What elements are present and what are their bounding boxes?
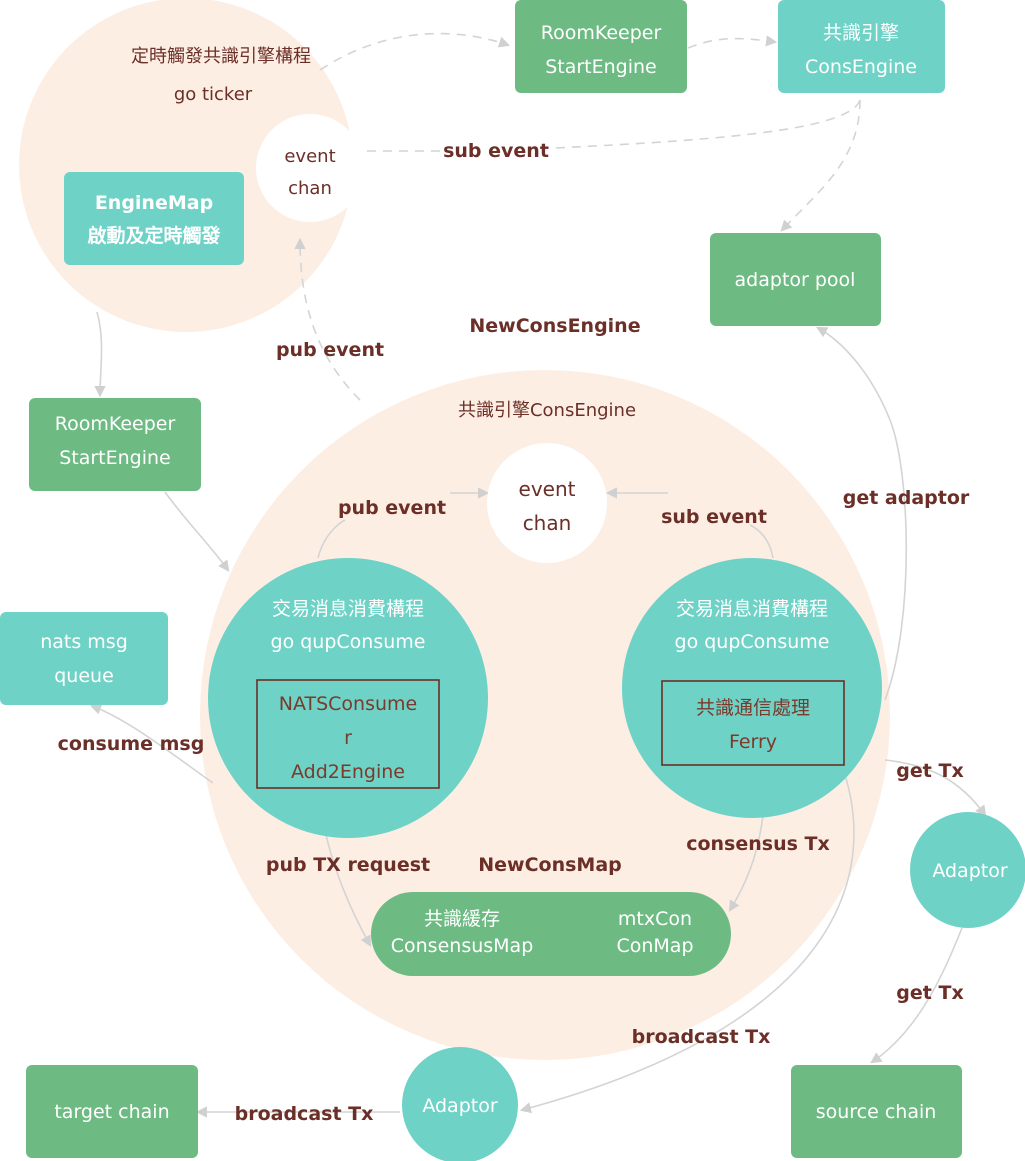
nats-queue-box xyxy=(0,612,168,705)
edge-get-tx-right: get Tx xyxy=(896,760,963,782)
arrow-roomkeeper-to-consengine xyxy=(687,35,778,49)
nats-consumer-inner-line2: r xyxy=(344,727,352,749)
adaptor-right-label: Adaptor xyxy=(932,860,1008,882)
engine-map-line2: 啟動及定時觸發 xyxy=(87,224,221,247)
adaptor-bottom-circle xyxy=(402,1047,518,1161)
cons-engine-line2: ConsEngine xyxy=(805,56,917,78)
adaptor-right-circle xyxy=(910,812,1025,928)
top-event-chan-circle xyxy=(256,114,364,222)
top-event-chan-line2: chan xyxy=(288,178,332,199)
top-event-chan-line1: event xyxy=(284,146,335,167)
edge-pub-event-inner: pub event xyxy=(338,497,446,519)
edge-pub-tx-request: pub TX request xyxy=(266,854,430,876)
adaptor-pool-label: adaptor pool xyxy=(735,269,856,291)
arrow-consume-to-nats xyxy=(89,703,214,784)
roomkeeper-top-box xyxy=(515,0,687,93)
adaptor-pool-box xyxy=(710,233,881,326)
arrow-get-tx-to-adaptor xyxy=(884,759,987,817)
inner-event-chan-line2: chan xyxy=(523,511,572,535)
edge-new-cons-map: NewConsMap xyxy=(478,854,622,876)
roomkeeper-left-line2: StartEngine xyxy=(59,447,171,469)
nats-queue-line2: queue xyxy=(54,665,114,687)
arrow-ferry-broadcast xyxy=(519,774,855,1114)
arrow-ticker-to-roomkeeper-left xyxy=(94,311,106,398)
inner-event-chan-line1: event xyxy=(519,477,576,501)
arrow-adaptor-to-source-get-tx xyxy=(870,927,963,1064)
left-consumer-circle xyxy=(208,558,488,838)
arrow-pub-event-to-chan xyxy=(294,237,361,401)
target-chain-box xyxy=(26,1065,198,1158)
right-consumer-line1: 交易消息消費構程 xyxy=(676,598,828,620)
left-consumer-line2: go qupConsume xyxy=(271,631,426,653)
edge-new-cons-engine: NewConsEngine xyxy=(469,315,640,337)
roomkeeper-top-line2: StartEngine xyxy=(545,56,657,78)
consensus-map-right-line2: ConMap xyxy=(616,935,693,957)
nats-consumer-inner-line1: NATSConsume xyxy=(279,693,417,715)
engine-map-box xyxy=(64,172,244,265)
nats-consumer-inner-line3: Add2Engine xyxy=(291,761,405,783)
adaptor-bottom-label: Adaptor xyxy=(422,1095,498,1117)
nats-consumer-inner-box xyxy=(256,679,440,789)
consensus-map-pill xyxy=(371,892,731,976)
consensus-map-left-line1: 共識緩存 xyxy=(424,908,500,930)
edge-get-adaptor: get adaptor xyxy=(843,487,970,509)
big-circle-title: 共識引擎ConsEngine xyxy=(458,400,636,421)
ferry-inner-box xyxy=(661,680,845,766)
arrow-roomkeeper-to-left-consumer xyxy=(164,491,230,572)
edge-sub-event-top: sub event xyxy=(443,140,549,162)
cons-engine-line1: 共識引擎 xyxy=(823,22,899,44)
inner-event-chan-circle xyxy=(487,443,607,563)
edge-consensus-tx: consensus Tx xyxy=(686,833,830,855)
ticker-title-line2: go ticker xyxy=(174,84,253,105)
cons-engine-box xyxy=(778,0,945,93)
edge-pub-event-left: pub event xyxy=(276,339,384,361)
consensus-map-left-line2: ConsensusMap xyxy=(391,935,534,957)
ferry-inner-line2: Ferry xyxy=(729,731,777,753)
cons-engine-circle xyxy=(200,370,890,1060)
edge-broadcast-tx-lower: broadcast Tx xyxy=(235,1103,374,1125)
arrow-ferry-to-pool xyxy=(816,326,908,701)
consensus-map-right-line1: mtxCon xyxy=(618,908,692,930)
edge-get-tx-lower: get Tx xyxy=(896,982,963,1004)
edge-sub-event-inner: sub event xyxy=(661,506,767,528)
right-consumer-line2: go qupConsume xyxy=(675,631,830,653)
roomkeeper-top-line1: RoomKeeper xyxy=(541,22,662,44)
right-consumer-circle xyxy=(622,558,882,818)
target-chain-label: target chain xyxy=(54,1101,169,1123)
arrow-consengine-sub-event xyxy=(554,99,861,149)
left-consumer-line1: 交易消息消費構程 xyxy=(272,598,424,620)
engine-map-line1: EngineMap xyxy=(95,192,213,214)
edge-consume-msg: consume msg xyxy=(58,733,205,755)
arrow-left-pub-event xyxy=(317,519,346,559)
ticker-title-line1: 定時觸發共識引擎構程 xyxy=(131,46,311,67)
arrow-consengine-to-pool xyxy=(780,99,861,232)
arrow-ticker-to-roomkeeper xyxy=(319,32,511,71)
source-chain-box xyxy=(791,1065,962,1158)
source-chain-label: source chain xyxy=(816,1101,937,1123)
nats-queue-line1: nats msg xyxy=(40,631,128,653)
roomkeeper-left-box xyxy=(29,398,201,491)
roomkeeper-left-line1: RoomKeeper xyxy=(55,413,176,435)
edge-broadcast-tx-upper: broadcast Tx xyxy=(632,1026,771,1048)
arrow-right-sub-event xyxy=(749,524,774,559)
ferry-inner-line1: 共識通信處理 xyxy=(696,697,810,719)
